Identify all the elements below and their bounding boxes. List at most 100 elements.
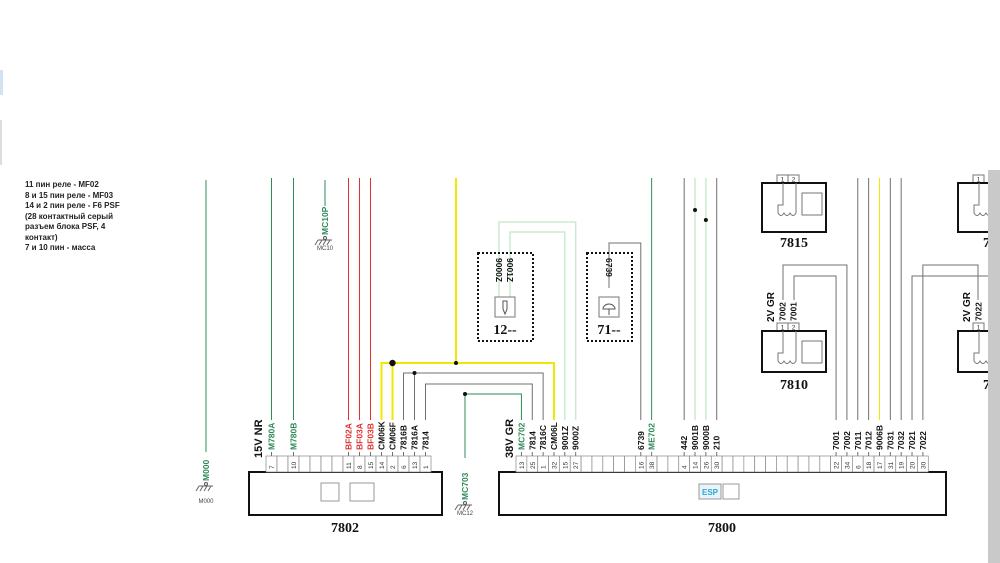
- junction-dot: [703, 218, 708, 222]
- esp-badge: [698, 483, 722, 500]
- ground-wire-label: M000: [201, 459, 211, 481]
- relay-wire-label: 7002: [778, 302, 788, 321]
- pin-number: 15: [562, 461, 569, 469]
- wire: [403, 372, 544, 420]
- esp-badge-label: ESP: [702, 488, 719, 497]
- pin-number: 19: [899, 461, 906, 469]
- gauge-glyph: [602, 303, 616, 315]
- wire-label: 7814: [527, 431, 537, 450]
- pin-cell: [765, 455, 777, 473]
- wire-label: M780A: [267, 423, 277, 450]
- pin-number: 6: [401, 465, 408, 469]
- pin-number: 6: [855, 465, 862, 469]
- wire-label: BF03A: [355, 423, 365, 450]
- wire-label: 7032: [896, 431, 906, 450]
- ground-node: [204, 482, 208, 486]
- relay-pin-number: 1: [977, 325, 981, 332]
- connector-label: 7802: [331, 521, 359, 536]
- wire-label: 7816C: [538, 425, 548, 450]
- wire: [425, 383, 533, 420]
- chip-icon: [722, 483, 740, 500]
- component-box: [586, 252, 633, 342]
- relay-wire-label: 7022: [974, 302, 984, 321]
- pin-number: 7: [269, 465, 276, 469]
- chip-icon: [320, 482, 340, 502]
- ground-icon: [314, 239, 332, 246]
- note-line: 7 и 10 пин - масса: [25, 243, 96, 252]
- pin-number: 20: [910, 461, 917, 469]
- pin-number: 30: [920, 461, 927, 469]
- pin-cell: [591, 455, 604, 473]
- pin-number: 14: [379, 461, 386, 469]
- wire: [911, 275, 988, 420]
- wire: [782, 264, 848, 420]
- pin-cell: [331, 455, 344, 473]
- injector-icon: [494, 296, 516, 318]
- pin-number: 26: [703, 461, 710, 469]
- pin-number: 2: [390, 465, 397, 469]
- pin-number: 34: [844, 461, 851, 469]
- ground-icon: [454, 504, 472, 511]
- wire-label: 7011: [853, 431, 863, 450]
- pin-number: 8: [357, 465, 364, 469]
- wire-label: MC702: [516, 422, 526, 450]
- junction-dot: [693, 208, 698, 212]
- pin-number: 14: [693, 461, 700, 469]
- junction-dot: [454, 361, 458, 365]
- pin-cell: [309, 455, 322, 473]
- pin-number: 11: [346, 462, 353, 469]
- component-wire-label: 6739: [604, 258, 614, 277]
- wire-label: CM06F: [388, 422, 398, 450]
- pin-cell: [732, 455, 745, 473]
- component-label: 12--: [493, 323, 517, 338]
- relay-pin-number: 1: [781, 325, 785, 332]
- relay-icon: [349, 482, 375, 502]
- pin-cell: [808, 455, 821, 473]
- pin-number: 4: [682, 465, 689, 469]
- junction-dot: [412, 371, 417, 375]
- wire: [464, 393, 522, 458]
- ground-node: [323, 236, 327, 240]
- wire-label: BF02A: [344, 423, 354, 450]
- wire-label: 9006B: [874, 425, 884, 450]
- vertical-scrollbar[interactable]: [988, 170, 1000, 563]
- gauge-icon: [598, 296, 620, 318]
- side-tab[interactable]: [0, 120, 2, 165]
- relay-pin-number: 2: [792, 177, 796, 184]
- pin-cell: [667, 455, 680, 473]
- ground-wire-label: MC10P: [320, 206, 330, 235]
- relay-voltage: 2V GR: [766, 291, 777, 322]
- wire-label: 7001: [831, 431, 841, 450]
- pin-cell: [797, 455, 810, 473]
- ground-icon: [195, 485, 213, 492]
- pin-number: 15: [368, 461, 375, 469]
- wire-label: 7022: [918, 431, 928, 450]
- relay-pin-number: 2: [792, 325, 796, 332]
- pin-cell: [721, 455, 734, 473]
- note-line: (28 контактный серый разъем блока PSF, 4…: [25, 211, 114, 242]
- wire-label: 7021: [907, 431, 917, 450]
- wire: [793, 275, 837, 420]
- ground-label: MC12: [457, 511, 474, 517]
- side-tab[interactable]: [0, 70, 3, 95]
- pin-number: 32: [551, 461, 558, 469]
- relay-switch-icon: [801, 192, 823, 216]
- pin-cell: [656, 455, 669, 473]
- junction-dot: [389, 359, 396, 367]
- component-label: 71--: [597, 323, 621, 338]
- pin-cell: [580, 455, 593, 473]
- wire-label: 9001B: [690, 425, 700, 450]
- pin-number: 22: [834, 461, 841, 469]
- pin-cell: [754, 455, 766, 473]
- pin-cell: [624, 455, 636, 473]
- note-line: 8 и 15 пин реле - MF03: [25, 190, 114, 200]
- pin-cell: [602, 455, 614, 473]
- connector-voltage: 38V GR: [504, 419, 516, 458]
- note-line: 11 пин реле - MF02: [25, 180, 99, 189]
- relay-label: 7810: [780, 378, 808, 393]
- wire-label: BF03B: [366, 423, 376, 450]
- ground-wire-label: MC703: [460, 472, 470, 500]
- relay-pin-number: 1: [977, 177, 981, 184]
- pin-number: 1: [541, 465, 548, 469]
